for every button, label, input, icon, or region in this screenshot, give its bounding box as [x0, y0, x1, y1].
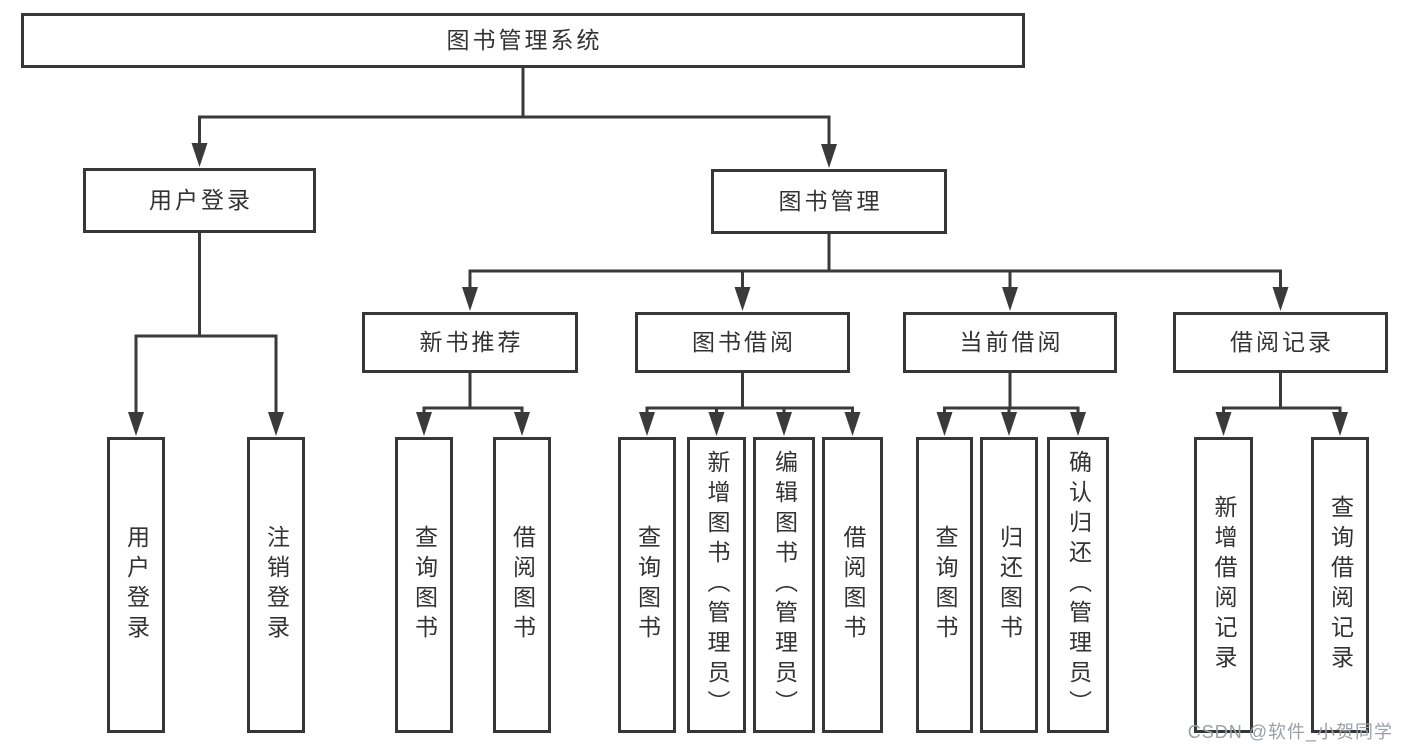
arrowhead-icon	[462, 287, 478, 311]
node-leaf-bor-borrow: 借阅图书	[822, 437, 883, 733]
node-leaf-user-login: 用户登录	[107, 437, 165, 733]
arrowhead-icon	[1070, 412, 1086, 436]
arrowhead-icon	[128, 412, 144, 436]
node-leaf-bor-add: 新增图书（管理员）	[687, 437, 746, 733]
arrowhead-icon	[821, 144, 837, 168]
node-label: 新书推荐	[419, 328, 524, 355]
arrowhead-icon	[1272, 287, 1289, 311]
node-leaf-rec-query: 查询图书	[395, 437, 453, 733]
arrowhead-icon	[191, 143, 208, 167]
arrowhead-icon	[1001, 412, 1017, 436]
arrowhead-icon	[1332, 412, 1348, 436]
node-leaf-recd-add: 新增借阅记录	[1194, 437, 1253, 733]
node-label: 借阅图书	[840, 525, 866, 645]
node-leaf-bor-edit: 编辑图书（管理员）	[753, 437, 815, 733]
arrowhead-icon	[1215, 412, 1232, 436]
node-leaf-cur-return: 归还图书	[980, 437, 1038, 733]
arrowhead-icon	[776, 412, 792, 436]
arrowhead-icon	[416, 412, 432, 436]
arrowhead-icon	[844, 412, 861, 436]
node-label: 当前借阅	[959, 328, 1064, 355]
arrowhead-icon	[1002, 287, 1018, 311]
node-label: 查询借阅记录	[1327, 495, 1354, 675]
node-mgmt: 图书管理	[711, 169, 947, 234]
node-borrow: 图书借阅	[635, 312, 850, 373]
node-leaf-logout: 注销登录	[247, 437, 305, 733]
node-current: 当前借阅	[903, 312, 1117, 373]
arrowhead-icon	[639, 412, 655, 436]
node-label: 用户登录	[149, 186, 253, 213]
node-leaf-bor-query: 查询图书	[618, 437, 676, 733]
arrowhead-icon	[514, 412, 530, 436]
arrowhead-icon	[268, 412, 284, 436]
watermark: CSDN @软件_小贺同学	[1187, 722, 1393, 742]
node-label: 新增借阅记录	[1211, 495, 1237, 675]
node-label: 编辑图书（管理员）	[771, 450, 798, 720]
node-label: 归还图书	[996, 525, 1023, 645]
node-label: 查询图书	[634, 525, 661, 645]
node-label: 借阅记录	[1230, 328, 1334, 355]
node-label: 新增图书（管理员）	[704, 450, 730, 720]
node-root: 图书管理系统	[21, 13, 1025, 68]
node-leaf-cur-confirm: 确认归还（管理员）	[1047, 437, 1109, 733]
node-label: 图书管理系统	[446, 26, 603, 53]
arrowhead-icon	[936, 412, 953, 436]
arrowhead-icon	[734, 287, 751, 311]
node-label: 查询图书	[411, 525, 438, 645]
node-leaf-cur-query: 查询图书	[916, 437, 973, 733]
node-leaf-recd-query: 查询借阅记录	[1311, 437, 1369, 733]
node-label: 用户登录	[123, 525, 150, 645]
node-label: 图书管理	[778, 187, 883, 214]
node-label: 借阅图书	[509, 525, 536, 645]
node-label: 注销登录	[263, 525, 290, 645]
node-leaf-rec-borrow: 借阅图书	[493, 437, 551, 733]
node-label: 查询图书	[932, 525, 958, 645]
node-recommend: 新书推荐	[362, 312, 578, 373]
node-label: 图书借阅	[692, 328, 796, 355]
node-login: 用户登录	[83, 168, 316, 233]
node-label: 确认归还（管理员）	[1065, 450, 1092, 720]
arrowhead-icon	[708, 412, 725, 436]
node-records: 借阅记录	[1173, 312, 1388, 373]
